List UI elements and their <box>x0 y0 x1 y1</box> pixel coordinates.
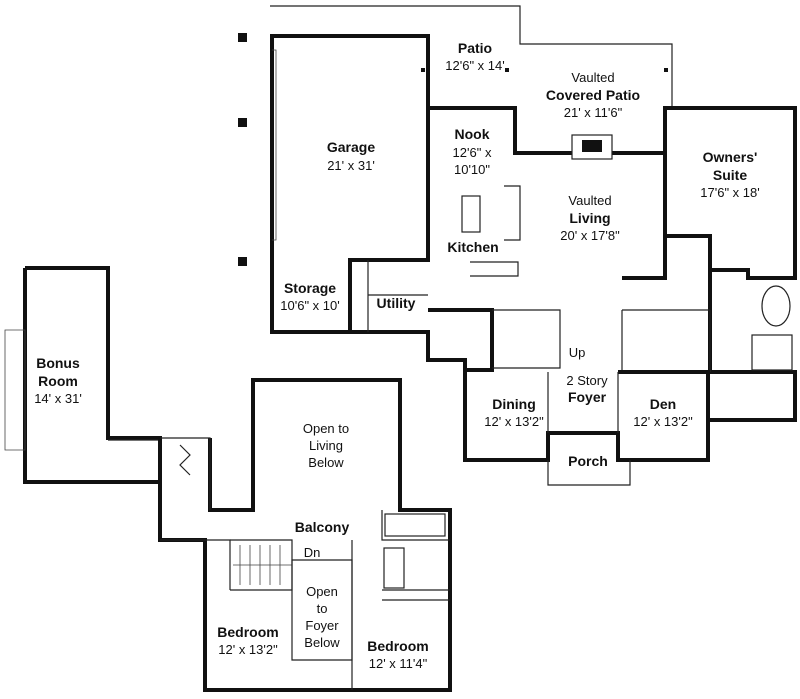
post <box>664 68 668 72</box>
bonus-room-label-1: Bonus <box>36 355 80 371</box>
nook-label: Nook <box>455 126 490 142</box>
den-label: Den <box>650 396 676 412</box>
kitchen-label: Kitchen <box>447 239 498 255</box>
post <box>238 33 247 42</box>
nook-size-2: 10'10" <box>454 162 490 177</box>
stair-wall <box>492 309 561 369</box>
dining-size: 12' x 13'2" <box>484 414 544 429</box>
main-floor-walls <box>270 34 797 462</box>
garage-size: 21' x 31' <box>327 158 375 173</box>
bathtub <box>761 285 791 327</box>
upper-floor-walls <box>25 266 452 692</box>
kitchen-island <box>461 195 481 233</box>
den-size: 12' x 13'2" <box>633 414 693 429</box>
post <box>238 118 247 127</box>
open-foyer-line-1: Open <box>306 584 338 599</box>
open-foyer-line-2: to <box>317 601 328 616</box>
bonus-room-label-2: Room <box>38 373 78 389</box>
storage-label: Storage <box>284 280 336 296</box>
shower <box>751 334 793 371</box>
kitchen-counter <box>470 185 521 277</box>
garage-label: Garage <box>327 139 375 155</box>
bonus-window <box>4 329 26 451</box>
open-foyer-line-4: Below <box>304 635 340 650</box>
covered-patio-size: 21' x 11'6" <box>564 105 623 120</box>
closet <box>382 589 450 601</box>
owners-wall <box>665 234 712 270</box>
bath-tub-upper <box>383 547 405 589</box>
bedroom-left-size: 12' x 13'2" <box>218 642 278 657</box>
stair-lines <box>233 545 292 585</box>
covered-patio-prefix: Vaulted <box>571 70 614 85</box>
bath-wall <box>621 309 711 373</box>
utility-label: Utility <box>377 295 416 311</box>
bonus-room-size: 14' x 31' <box>34 391 82 406</box>
open-foyer-box <box>291 559 353 661</box>
porch-label: Porch <box>568 453 608 469</box>
bedroom-right-label: Bedroom <box>367 638 428 654</box>
patio-size: 12'6" x 14' <box>445 58 504 73</box>
patio-outline <box>270 5 673 108</box>
living-prefix: Vaulted <box>568 193 611 208</box>
window <box>272 49 277 241</box>
post <box>238 257 247 266</box>
open-living-line-1: Open to <box>303 421 349 436</box>
den-wall <box>618 370 710 460</box>
owners-suite-label-1: Owners' <box>703 149 758 165</box>
storage-size: 10'6" x 10' <box>280 298 339 313</box>
living-wall <box>622 153 667 280</box>
foyer-prefix: 2 Story <box>566 373 608 388</box>
utility-wall <box>367 260 428 332</box>
closet-left <box>160 437 211 510</box>
living-label: Living <box>569 210 610 226</box>
fireplace-hearth <box>582 140 602 152</box>
dn-label: Dn <box>304 545 321 560</box>
foyer-label: Foyer <box>568 389 607 405</box>
owners-suite-label-2: Suite <box>713 167 747 183</box>
bedroom-left-label: Bedroom <box>217 624 278 640</box>
kitchen-wall <box>428 308 494 372</box>
porch-outline <box>547 460 631 486</box>
bath-vanity <box>384 513 446 537</box>
bedroom-right-size: 12' x 11'4" <box>369 656 428 671</box>
nook-size-1: 12'6" x <box>453 145 492 160</box>
dining-wall <box>547 372 619 433</box>
dining-label: Dining <box>492 396 536 412</box>
owners-suite-size: 17'6" x 18' <box>700 185 759 200</box>
open-living-line-2: Living <box>309 438 343 453</box>
open-living-line-3: Below <box>308 455 344 470</box>
open-foyer-line-3: Foyer <box>305 618 339 633</box>
patio-label: Patio <box>458 40 492 56</box>
up-label: Up <box>569 345 586 360</box>
post <box>505 68 509 72</box>
garage-wall <box>348 108 430 332</box>
living-size: 20' x 17'8" <box>560 228 620 243</box>
balcony-label: Balcony <box>295 519 350 535</box>
covered-patio-label: Covered Patio <box>546 87 640 103</box>
post <box>421 68 425 72</box>
